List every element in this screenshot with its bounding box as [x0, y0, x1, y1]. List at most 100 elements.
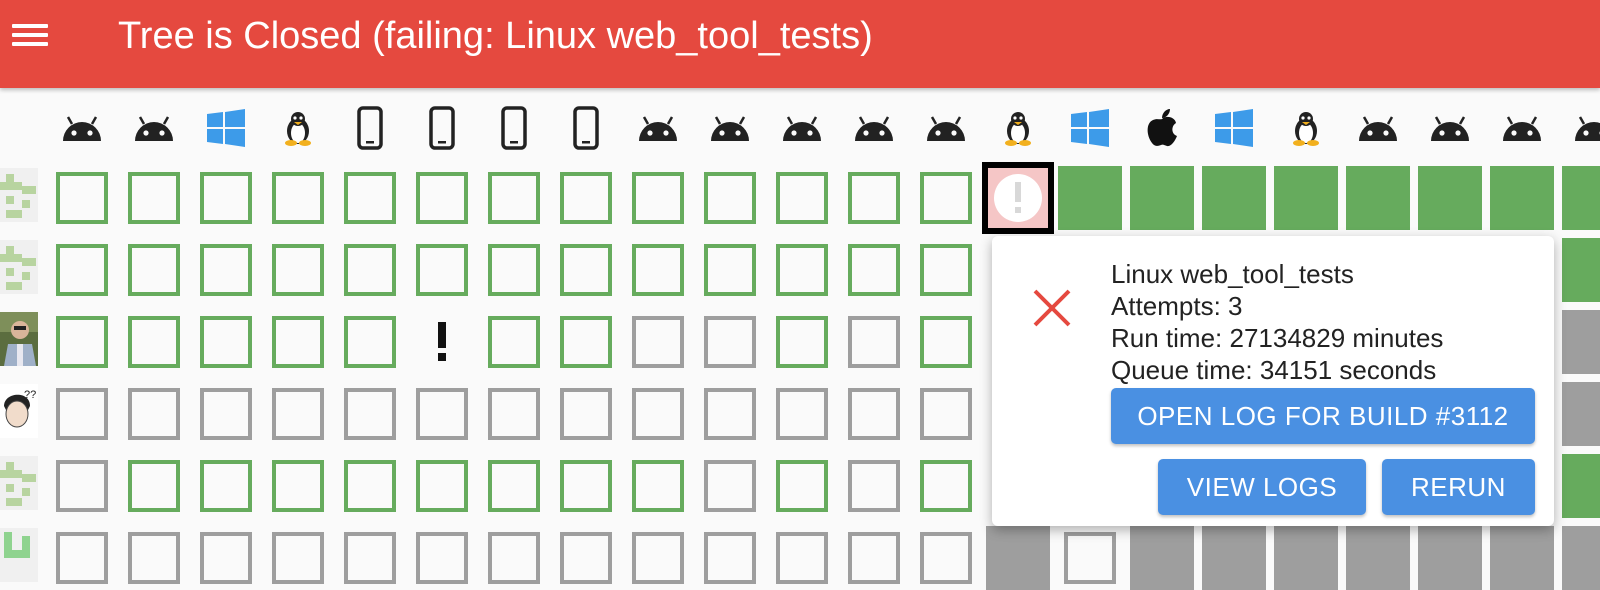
task-cell-new[interactable] [272, 532, 324, 584]
task-cell-new[interactable] [848, 460, 900, 512]
task-cell-in-progress[interactable] [128, 244, 180, 296]
windows-icon[interactable] [200, 102, 252, 154]
task-cell-in-progress[interactable] [920, 460, 972, 512]
task-cell-in-progress[interactable] [632, 460, 684, 512]
task-cell-new[interactable] [704, 532, 756, 584]
phone-icon[interactable] [416, 102, 468, 154]
task-cell-succeeded[interactable] [1202, 166, 1266, 230]
task-cell-new[interactable] [200, 388, 252, 440]
task-cell-in-progress[interactable] [200, 316, 252, 368]
task-cell-in-progress[interactable] [56, 172, 108, 224]
task-cell-skipped[interactable] [1562, 526, 1600, 590]
task-cell-in-progress[interactable] [200, 172, 252, 224]
task-cell-succeeded[interactable] [1274, 166, 1338, 230]
task-cell-in-progress[interactable] [488, 172, 540, 224]
task-cell-new[interactable] [848, 388, 900, 440]
task-cell-new[interactable] [848, 532, 900, 584]
task-cell-succeeded[interactable] [1562, 454, 1600, 518]
task-cell-in-progress[interactable] [128, 460, 180, 512]
task-cell-in-progress[interactable] [776, 460, 828, 512]
android-icon[interactable] [56, 102, 108, 154]
task-cell-in-progress[interactable] [920, 172, 972, 224]
task-cell-succeeded[interactable] [1130, 166, 1194, 230]
task-cell-new[interactable] [560, 388, 612, 440]
task-cell-new[interactable] [560, 532, 612, 584]
task-cell-new[interactable] [128, 388, 180, 440]
android-icon[interactable] [1352, 102, 1404, 154]
commit-avatar[interactable] [0, 528, 38, 582]
task-cell-skipped[interactable] [986, 526, 1050, 590]
task-cell-new[interactable] [56, 388, 108, 440]
task-cell-skipped[interactable] [1346, 526, 1410, 590]
task-cell-succeeded[interactable] [1346, 166, 1410, 230]
task-cell-new[interactable] [704, 316, 756, 368]
task-cell-new[interactable] [200, 532, 252, 584]
task-cell-new[interactable] [848, 316, 900, 368]
linux-icon[interactable] [272, 102, 324, 154]
android-icon[interactable] [1568, 102, 1600, 154]
task-cell-new[interactable] [632, 532, 684, 584]
task-cell-in-progress[interactable] [776, 172, 828, 224]
phone-icon[interactable] [560, 102, 612, 154]
task-cell-in-progress[interactable] [920, 244, 972, 296]
task-cell-in-progress[interactable] [56, 244, 108, 296]
task-cell-new[interactable] [704, 460, 756, 512]
rerun-button[interactable]: RERUN [1382, 459, 1535, 515]
task-cell-new[interactable] [344, 388, 396, 440]
apple-icon[interactable] [1136, 102, 1188, 154]
task-cell-succeeded[interactable] [1058, 166, 1122, 230]
task-cell-succeeded[interactable] [1562, 238, 1600, 302]
commit-avatar[interactable] [0, 456, 38, 510]
phone-icon[interactable] [344, 102, 396, 154]
task-cell-in-progress[interactable] [344, 316, 396, 368]
task-cell-in-progress[interactable] [416, 172, 468, 224]
commit-avatar[interactable] [0, 240, 38, 294]
commit-avatar[interactable]: ?? [0, 384, 38, 438]
task-cell-succeeded[interactable] [1418, 166, 1482, 230]
task-cell-new[interactable] [56, 532, 108, 584]
android-icon[interactable] [920, 102, 972, 154]
task-cell-new[interactable] [632, 388, 684, 440]
task-cell-in-progress[interactable] [344, 172, 396, 224]
android-icon[interactable] [632, 102, 684, 154]
task-cell-in-progress[interactable] [560, 460, 612, 512]
task-cell-new[interactable] [488, 388, 540, 440]
task-cell-new[interactable] [1064, 532, 1116, 584]
task-cell-in-progress[interactable] [920, 316, 972, 368]
task-cell-in-progress[interactable] [272, 244, 324, 296]
selected-task-cell[interactable] [982, 162, 1054, 234]
task-cell-in-progress[interactable] [848, 244, 900, 296]
task-cell-in-progress[interactable] [128, 172, 180, 224]
task-cell-in-progress[interactable] [776, 316, 828, 368]
task-cell-in-progress[interactable] [344, 244, 396, 296]
task-cell-in-progress[interactable] [632, 244, 684, 296]
windows-icon[interactable] [1208, 102, 1260, 154]
linux-icon[interactable] [1280, 102, 1332, 154]
android-icon[interactable] [848, 102, 900, 154]
task-cell-in-progress[interactable] [128, 316, 180, 368]
linux-icon[interactable] [992, 102, 1044, 154]
task-cell-in-progress[interactable] [200, 244, 252, 296]
task-cell-new[interactable] [920, 532, 972, 584]
task-cell-in-progress[interactable] [56, 316, 108, 368]
task-cell-new[interactable] [416, 388, 468, 440]
task-cell-new[interactable] [776, 532, 828, 584]
task-cell-in-progress[interactable] [560, 244, 612, 296]
phone-icon[interactable] [488, 102, 540, 154]
task-cell-in-progress[interactable] [632, 172, 684, 224]
android-icon[interactable] [704, 102, 756, 154]
open-log-button[interactable]: OPEN LOG FOR BUILD #3112 [1111, 388, 1535, 444]
task-cell-skipped[interactable] [1202, 526, 1266, 590]
task-cell-skipped[interactable] [1418, 526, 1482, 590]
task-cell-new[interactable] [56, 460, 108, 512]
task-cell-in-progress[interactable] [200, 460, 252, 512]
task-cell-in-progress[interactable] [704, 244, 756, 296]
task-cell-new[interactable] [776, 388, 828, 440]
commit-avatar[interactable] [0, 168, 38, 222]
task-cell-flaky[interactable] [416, 316, 468, 368]
task-cell-in-progress[interactable] [560, 172, 612, 224]
task-cell-skipped[interactable] [1562, 310, 1600, 374]
task-cell-new[interactable] [128, 532, 180, 584]
task-cell-succeeded[interactable] [1490, 166, 1554, 230]
android-icon[interactable] [776, 102, 828, 154]
